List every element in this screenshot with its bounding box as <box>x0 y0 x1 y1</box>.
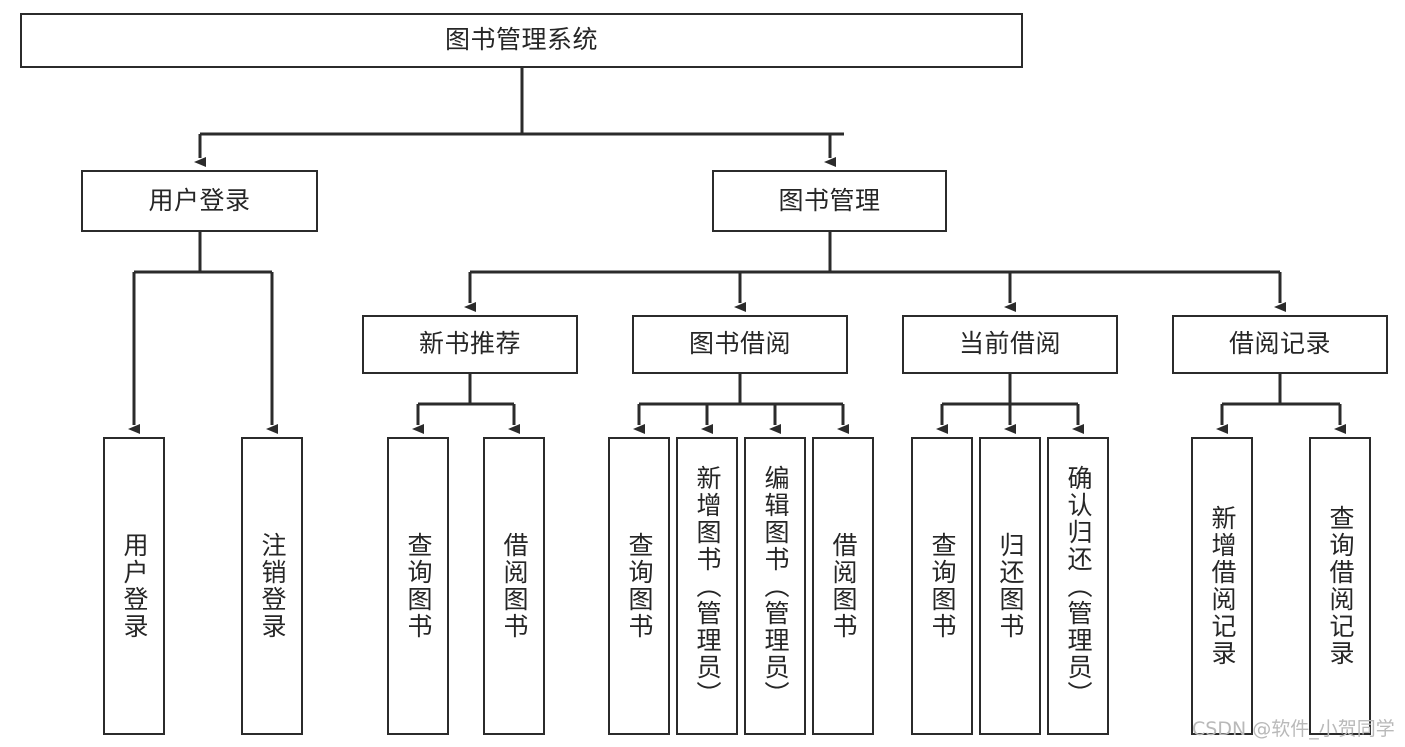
node-leaf-borrow-book-2-label: 借阅图书 <box>829 532 858 640</box>
node-leaf-edit-book-label: 编辑图书（管理员） <box>761 464 790 708</box>
node-leaf-add-record[interactable]: 新增借阅记录 <box>1191 437 1253 735</box>
node-leaf-borrow-book-2[interactable]: 借阅图书 <box>812 437 874 735</box>
node-leaf-borrow-book-1[interactable]: 借阅图书 <box>483 437 545 735</box>
node-borrow-record[interactable]: 借阅记录 <box>1172 315 1388 374</box>
node-user-login[interactable]: 用户登录 <box>81 170 318 232</box>
node-leaf-query-book-1[interactable]: 查询图书 <box>387 437 449 735</box>
node-book-management-label: 图书管理 <box>778 185 881 215</box>
node-new-book-recommend[interactable]: 新书推荐 <box>362 315 578 374</box>
node-root[interactable]: 图书管理系统 <box>20 13 1023 68</box>
node-leaf-confirm-return-label: 确认归还（管理员） <box>1064 464 1093 708</box>
node-borrow-record-label: 借阅记录 <box>1228 329 1331 359</box>
node-book-borrow[interactable]: 图书借阅 <box>632 315 848 374</box>
node-leaf-add-book[interactable]: 新增图书（管理员） <box>676 437 738 735</box>
node-root-label: 图书管理系统 <box>444 25 598 55</box>
node-leaf-add-record-label: 新增借阅记录 <box>1208 505 1237 667</box>
node-current-borrow[interactable]: 当前借阅 <box>902 315 1118 374</box>
node-leaf-add-book-label: 新增图书（管理员） <box>693 464 722 708</box>
node-leaf-confirm-return[interactable]: 确认归还（管理员） <box>1047 437 1109 735</box>
watermark: CSDN @软件_小贺同学 <box>1192 718 1395 740</box>
node-book-management[interactable]: 图书管理 <box>712 170 947 232</box>
node-user-login-label: 用户登录 <box>148 185 251 215</box>
node-leaf-user-login-label: 用户登录 <box>120 532 149 640</box>
node-current-borrow-label: 当前借阅 <box>958 329 1061 359</box>
node-leaf-user-login[interactable]: 用户登录 <box>103 437 165 735</box>
node-leaf-return-book[interactable]: 归还图书 <box>979 437 1041 735</box>
node-leaf-query-book-1-label: 查询图书 <box>404 532 433 640</box>
node-leaf-query-record[interactable]: 查询借阅记录 <box>1309 437 1371 735</box>
node-leaf-edit-book[interactable]: 编辑图书（管理员） <box>744 437 806 735</box>
node-leaf-logout-login[interactable]: 注销登录 <box>241 437 303 735</box>
node-leaf-borrow-book-1-label: 借阅图书 <box>500 532 529 640</box>
node-leaf-query-book-2[interactable]: 查询图书 <box>608 437 670 735</box>
node-leaf-return-book-label: 归还图书 <box>996 532 1025 640</box>
node-new-book-recommend-label: 新书推荐 <box>418 329 521 359</box>
node-leaf-query-book-3[interactable]: 查询图书 <box>911 437 973 735</box>
node-leaf-query-book-2-label: 查询图书 <box>625 532 654 640</box>
node-leaf-query-record-label: 查询借阅记录 <box>1326 505 1355 667</box>
node-leaf-query-book-3-label: 查询图书 <box>928 532 957 640</box>
node-leaf-logout-login-label: 注销登录 <box>258 532 287 640</box>
node-book-borrow-label: 图书借阅 <box>688 329 791 359</box>
